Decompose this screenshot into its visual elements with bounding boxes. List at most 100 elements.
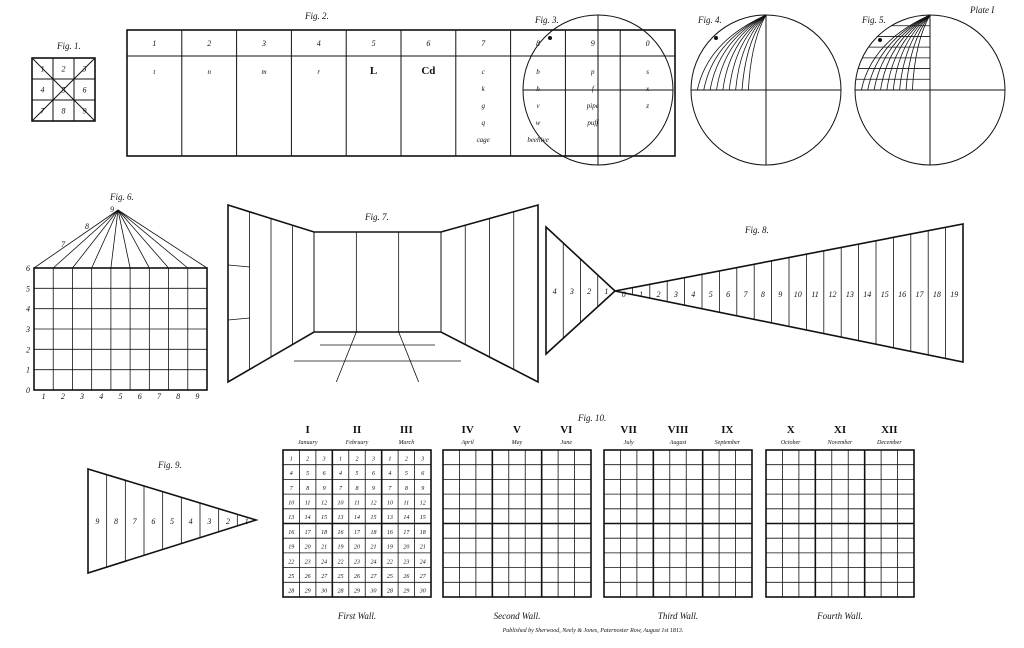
- fig-2-consonant: g: [481, 102, 485, 110]
- fig-1-cell-number: 9: [83, 107, 87, 116]
- fig-10-day-number: 14: [403, 514, 409, 521]
- fig-6-bottom-label: 5: [119, 392, 123, 401]
- fig-10-day-number: 13: [338, 515, 344, 521]
- fig-9-wedge: [87, 467, 259, 575]
- fig-10-day-number: 8: [405, 486, 408, 492]
- fig-2-consonant: b: [536, 68, 540, 76]
- fig-10-day-number: 12: [370, 500, 376, 506]
- fig-6-bottom-label: 4: [99, 392, 103, 401]
- fig-10-month-numeral: VI: [560, 424, 572, 436]
- fig-2-digit: 9: [591, 39, 595, 48]
- fig-10-wall-label: First Wall.: [337, 611, 376, 621]
- fig-4-arc: [696, 14, 767, 91]
- fig-10-month-name: September: [715, 440, 741, 446]
- fig-10-day-number: 22: [288, 559, 294, 565]
- fig-2-consonant: q: [481, 119, 485, 127]
- fig-10-day-number: 28: [288, 589, 294, 595]
- fig-10-day-number: 11: [404, 500, 410, 506]
- fig-10-day-number: 25: [338, 574, 344, 580]
- fig-10-day-number: 29: [403, 589, 409, 595]
- fig-2-digit: 8: [536, 39, 540, 48]
- fig-10-day-number: 1: [388, 456, 391, 462]
- fig-10-day-number: 20: [354, 545, 360, 551]
- fig-7: Fig. 7.: [227, 203, 539, 384]
- fig-3-circle: [522, 14, 674, 166]
- fig-1-border: [31, 57, 96, 122]
- fig-10-day-number: 16: [387, 530, 393, 536]
- fig-10-month-name: June: [561, 440, 573, 446]
- fig-6-bottom-label: 3: [79, 392, 84, 401]
- fig-2-consonant: n: [207, 68, 211, 76]
- fig-5-caption: Fig. 5.: [861, 15, 886, 25]
- fig-10-month-numeral: I: [306, 424, 310, 436]
- fig-10-day-number: 6: [323, 471, 326, 477]
- fig-9-label: 7: [133, 517, 138, 526]
- fig-10-day-number: 9: [421, 486, 424, 492]
- fig-10-month-name: November: [827, 440, 853, 446]
- fig-8-left-label: 4: [553, 287, 557, 296]
- fig-10-day-number: 30: [419, 589, 426, 595]
- fig-10-wall-label: Fourth Wall.: [816, 611, 863, 621]
- fig-5-arc: [860, 14, 931, 91]
- fig-2-consonant: v: [536, 102, 540, 110]
- fig-2-consonant: cage: [477, 136, 490, 144]
- fig-6-bottom-label: 7: [157, 392, 162, 401]
- fig-6-ray: [72, 209, 119, 269]
- fig-10-day-number: 30: [320, 589, 327, 595]
- fig-10-day-number: 9: [372, 486, 375, 492]
- fig-10-day-number: 19: [288, 545, 294, 551]
- fig-8-right-label: 8: [761, 290, 765, 299]
- fig-10-day-number: 23: [305, 559, 311, 565]
- fig-9-label: 3: [206, 517, 211, 526]
- fig-6-side-label: 6: [26, 264, 30, 273]
- fig-8-right-label: 12: [829, 290, 837, 299]
- fig-2-digit: 1: [152, 39, 156, 48]
- fig-9-label: 8: [114, 517, 118, 526]
- fig-9-label: 5: [170, 517, 174, 526]
- fig-8-right-label: 5: [709, 290, 713, 299]
- fig-10-day-number: 22: [338, 559, 344, 565]
- plate-label: Plate I: [969, 5, 995, 15]
- fig-6-ray: [117, 209, 131, 269]
- fig-6-top-label: 7: [61, 240, 66, 249]
- fig-10-day-number: 18: [321, 530, 327, 536]
- fig-10-day-number: 20: [305, 545, 311, 551]
- fig-10-month-numeral: XII: [881, 424, 898, 436]
- fig-10-day-number: 25: [288, 574, 294, 580]
- fig-2-consonant: k: [482, 85, 486, 93]
- fig-9-label: 6: [151, 517, 155, 526]
- fig-7-floor-rule: [335, 331, 357, 383]
- fig-3-caption: Fig. 3.: [534, 15, 559, 25]
- fig-10-month-numeral: X: [787, 424, 795, 436]
- fig-10-month-numeral: III: [400, 424, 413, 436]
- fig-10-day-number: 19: [338, 545, 344, 551]
- fig-6-side-label: 3: [25, 325, 30, 334]
- fig-1-cell-number: 3: [82, 65, 87, 74]
- fig-1-cell-number: 1: [41, 65, 45, 74]
- fig-8-left-label: 3: [569, 287, 574, 296]
- fig-10-day-number: 12: [321, 500, 327, 506]
- fig-2-consonant: x: [645, 85, 650, 93]
- fig-10-day-number: 8: [306, 486, 309, 492]
- fig-2-consonant: w: [536, 119, 541, 127]
- fig-1-cell-number: 8: [62, 107, 66, 116]
- fig-2-digit: 6: [426, 39, 430, 48]
- fig-10-day-number: 11: [305, 500, 311, 506]
- fig-10-day-number: 10: [387, 500, 393, 506]
- fig-8-right-label: 7: [744, 290, 749, 299]
- fig-4-arc: [703, 14, 767, 91]
- fig-2-consonant: pipe: [586, 102, 599, 110]
- fig-10-day-number: 10: [288, 500, 294, 506]
- fig-10-month-numeral: VII: [620, 424, 637, 436]
- fig-10-day-number: 26: [403, 574, 409, 580]
- fig-10-month-numeral: VIII: [668, 424, 689, 436]
- fig-10-day-number: 3: [371, 456, 375, 462]
- fig-10-day-number: 4: [388, 470, 391, 477]
- fig-6-ray: [91, 209, 119, 269]
- fig-6-side-label: 0: [26, 386, 30, 395]
- fig-10-day-number: 1: [339, 456, 342, 462]
- fig-10-day-number: 27: [321, 574, 328, 580]
